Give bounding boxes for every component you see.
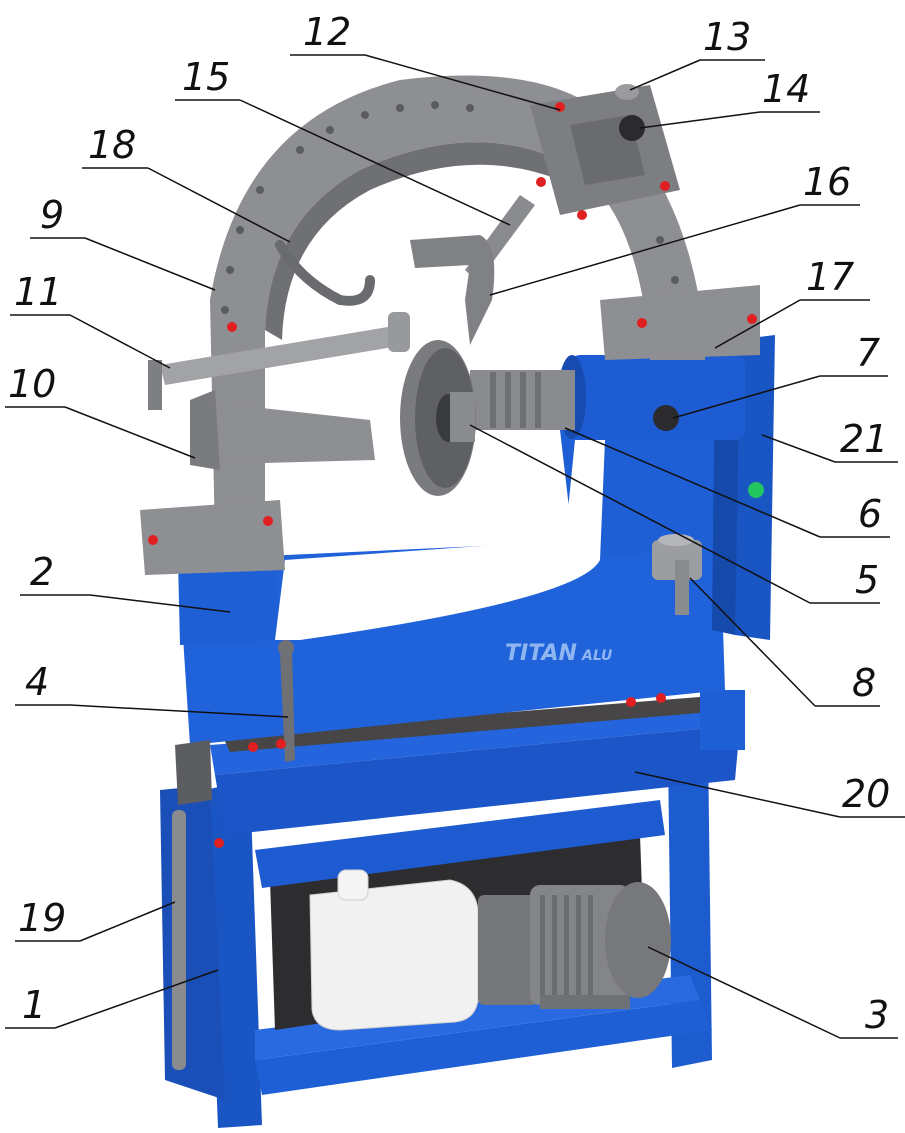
callout-3: 3 — [865, 993, 889, 1037]
callout-9: 9 — [40, 193, 64, 237]
callout-16: 16 — [803, 160, 851, 204]
callout-11: 11 — [14, 270, 62, 314]
callout-lines — [5, 54, 905, 1039]
callout-18: 18 — [88, 123, 136, 167]
callout-15: 15 — [182, 55, 230, 99]
knob-7-icon — [653, 405, 679, 431]
callout-21: 21 — [840, 417, 888, 461]
lever — [278, 640, 295, 762]
side-handle — [172, 740, 212, 1070]
arch — [140, 75, 760, 575]
valve-block — [478, 895, 538, 1005]
callout-6: 6 — [858, 492, 882, 536]
brand-suffix: ALU — [581, 648, 613, 664]
callout-8: 8 — [852, 661, 876, 705]
callout-numbers: 13 12 14 15 16 18 9 11 10 17 7 21 6 5 2 … — [8, 10, 890, 1037]
knobs — [615, 84, 679, 431]
red-bolts — [148, 102, 757, 848]
spindle — [470, 370, 575, 430]
machine-illustration: TITAN ALU — [140, 75, 775, 1128]
callout-5: 5 — [855, 558, 879, 602]
callout-2: 2 — [30, 550, 54, 594]
callout-20: 20 — [842, 772, 890, 816]
indicator-light-icon — [748, 482, 764, 498]
flange-disc — [400, 340, 476, 496]
bolt — [148, 312, 410, 410]
comb — [190, 390, 375, 470]
knob-14-icon — [619, 115, 645, 141]
callout-12: 12 — [303, 10, 351, 54]
table — [210, 690, 745, 835]
hose — [275, 240, 375, 306]
callout-19: 19 — [18, 896, 66, 940]
fork — [410, 235, 495, 345]
callout-1: 1 — [22, 983, 46, 1027]
callout-17: 17 — [806, 255, 854, 299]
callout-10: 10 — [8, 362, 56, 406]
brand-label: TITAN ALU — [505, 641, 613, 666]
callout-7: 7 — [856, 331, 880, 375]
callout-13: 13 — [703, 15, 751, 59]
knob-13-icon — [615, 84, 639, 100]
callout-14: 14 — [762, 67, 810, 111]
spindle-housing — [558, 355, 745, 440]
hydraulic-tank — [309, 869, 479, 1031]
motor — [530, 882, 671, 1009]
callout-4: 4 — [25, 660, 49, 704]
brand-name: TITAN — [505, 641, 577, 666]
